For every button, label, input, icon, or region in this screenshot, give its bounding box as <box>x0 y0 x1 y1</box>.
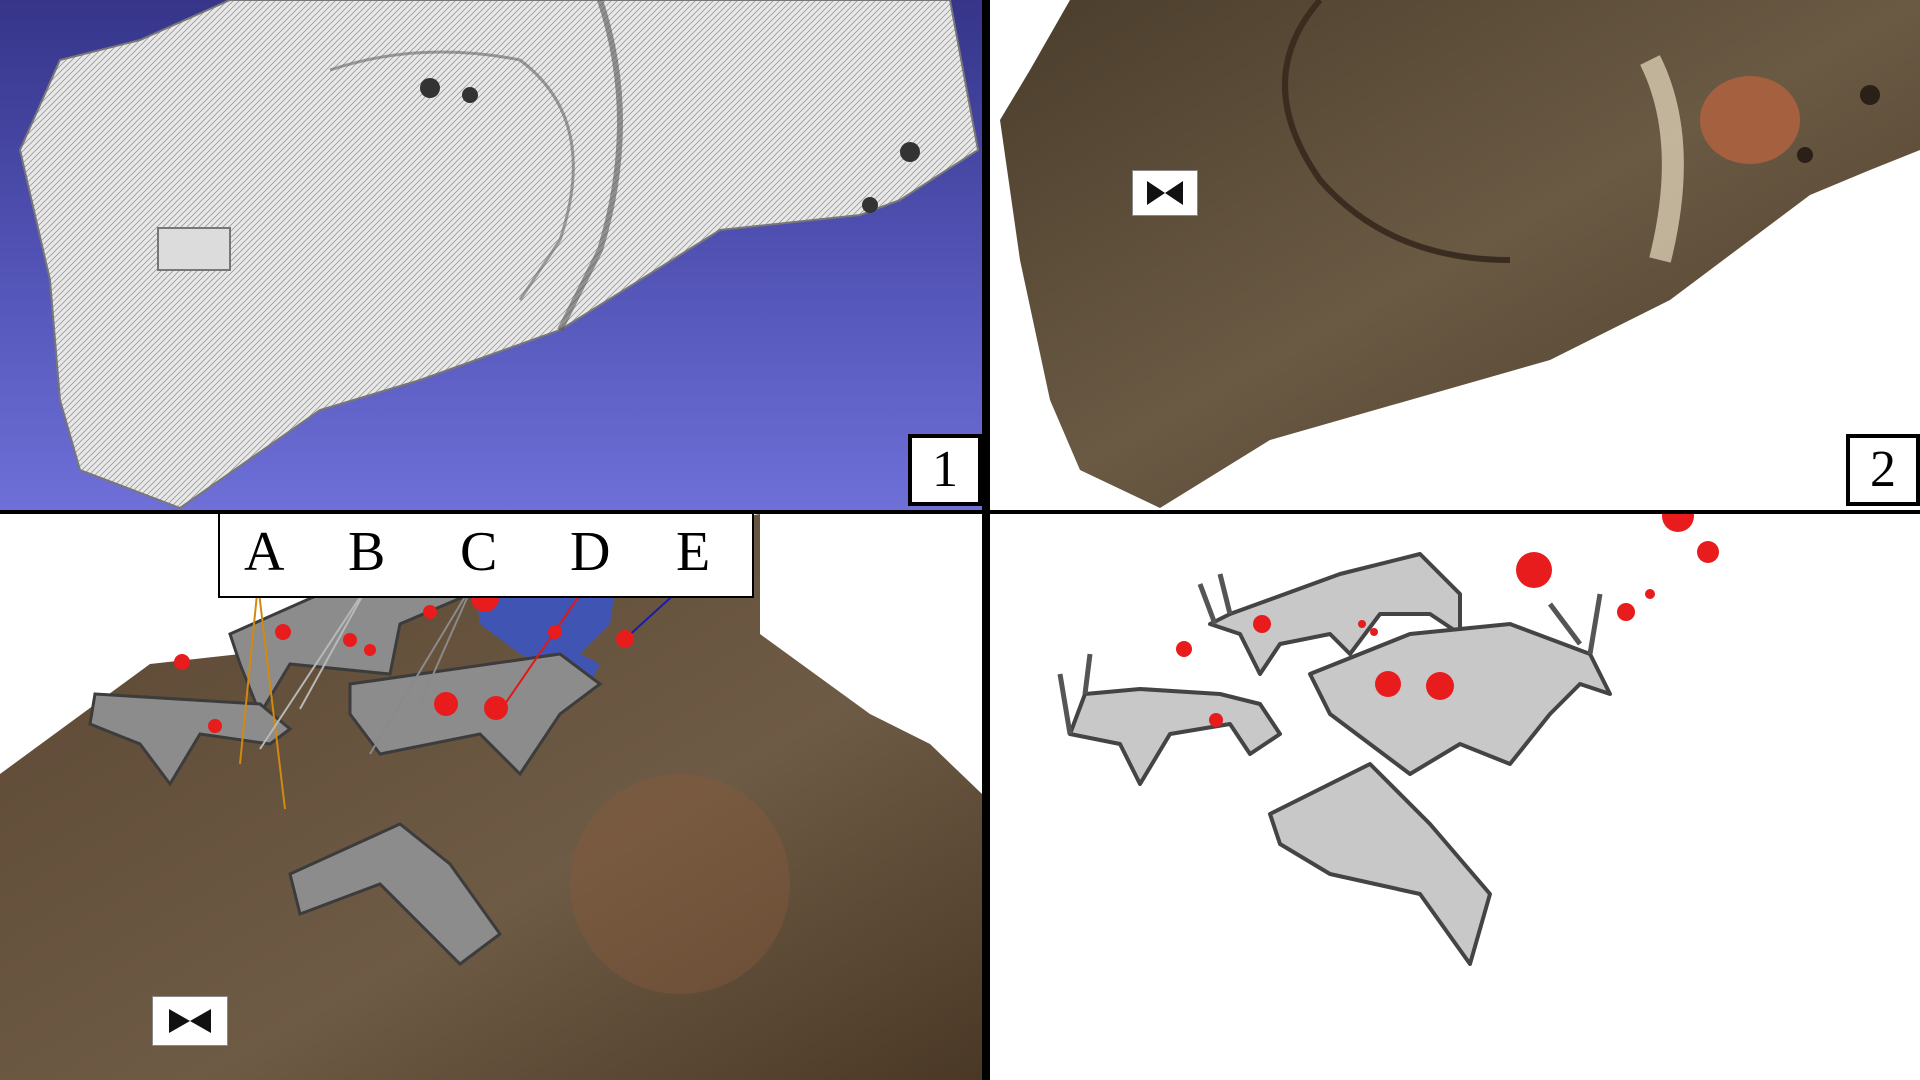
panel-photo-orthomosaic: 2 <box>990 0 1920 510</box>
annotated-rock <box>0 514 982 1080</box>
legend-label-b: B <box>348 521 386 583</box>
legend-label-c: C <box>460 521 498 583</box>
rock-photo <box>1000 0 1920 508</box>
horizontal-divider <box>0 510 1920 514</box>
legend-label-d: D <box>570 521 611 583</box>
panel-digital-tracing <box>990 514 1920 1080</box>
figure-legend: A B C D E <box>218 514 754 598</box>
scale-card-icon <box>1132 170 1198 216</box>
legend-label-a: A <box>244 521 285 583</box>
mesh-surface <box>18 0 980 510</box>
vertical-divider <box>982 0 990 1080</box>
panel-mesh-model: 1 <box>0 0 982 510</box>
panel-annotated-figures: A B C D E <box>0 514 982 1080</box>
figure-tracing <box>1057 514 1719 966</box>
legend-label-e: E <box>676 521 711 583</box>
scale-card-icon <box>152 996 228 1046</box>
panel-number-1: 1 <box>908 434 982 506</box>
panel-number-2: 2 <box>1846 434 1920 506</box>
